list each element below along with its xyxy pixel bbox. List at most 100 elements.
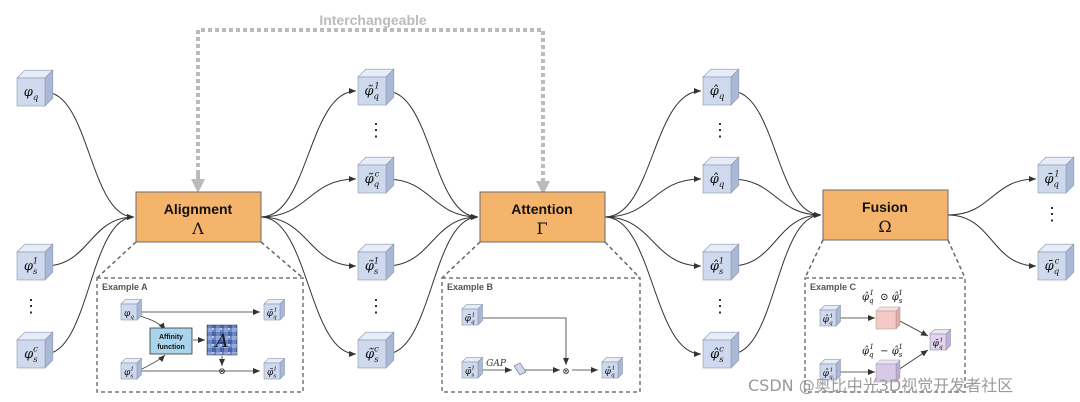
example-c-bottom-label: φ̂q1 [823,368,834,381]
example-a-out-support-label: φ̃s1 [267,367,277,380]
edge-fusion-in-3 [730,212,822,355]
output-c-label: φ̄qc [1045,256,1060,276]
edge-attention-in-0 [385,90,479,220]
example-a-support-cube [120,357,143,380]
affinity-line-2: function [157,344,185,351]
attention-block: Attention Γ [479,191,606,243]
attended-query-a-cube [702,68,740,106]
aligned-query-c-label: φ̃qc [365,169,380,189]
alignment-block: Alignment Λ [135,191,262,243]
input-support-c-cube [16,331,54,369]
watermark: CSDN @奥比中光3D视觉开发者社区 [748,376,1014,395]
example-b-out-label: φ̂q1 [605,366,616,379]
edge-alignment-out-3 [260,216,357,357]
attended-query-b-label: φ̂q [710,172,725,189]
output-c-cube [1037,243,1075,281]
example-b-panel: Example B [441,277,641,393]
zoom-lines [96,239,966,279]
inputs-ellipsis: ⋮ [22,296,40,317]
example-c-top-label: φ̂q1 [823,314,834,327]
input-support-c-label: φsc [24,344,38,364]
input-support-1-cube [16,243,54,281]
example-c-difference-expression: φ̂q1 − φ̂s1 [862,343,903,359]
example-a-multiply-op: ⊗ [218,367,226,377]
affinity-matrix: A [206,324,238,356]
aligned-top-ellipsis: ⋮ [367,120,385,141]
attended-support-1-cube [702,243,740,281]
aligned-query-1-label: φ̃q1 [364,81,379,101]
example-b-label: Example B [447,282,494,292]
outputs-ellipsis: ⋮ [1043,204,1061,225]
aligned-support-1-cube [357,243,395,281]
example-a-query-cube [120,298,143,321]
attended-support-1-label: φ̂s1 [710,256,724,276]
edge-attention-out-1 [604,176,702,218]
attention-title: Attention [511,201,572,217]
input-query-cube [16,69,54,107]
gap-vector [513,362,527,376]
example-c-out-label: φ̄q1 [933,338,944,351]
example-b-content [480,317,598,373]
example-a-out-query-cube [263,298,286,321]
attended-bottom-ellipsis: ⋮ [711,296,729,317]
example-c-product-expression: φ̂q1 ⊙ φ̂s1 [862,289,903,305]
example-a-panel: Example A [96,277,304,393]
edge-alignment-out-2 [260,216,357,269]
example-a-query-label: φq [124,309,134,321]
fusion-block: Fusion Ω [822,189,949,241]
interchangeable-label: Interchangeable [319,12,427,28]
example-c-content [840,315,929,375]
input-support-1-label: φs1 [24,256,38,276]
example-c-out-cube [929,328,952,351]
example-a-out-support-cube [263,357,286,380]
example-c-top-cube [819,304,842,327]
fusion-symbol: Ω [878,217,891,236]
alignment-symbol: Λ [191,219,204,238]
interchangeable-bracket: Interchangeable [191,12,550,195]
feature-cubes [16,68,1075,381]
affinity-line-1: Affinity [159,334,183,341]
affinity-matrix-symbol: A [214,331,229,352]
attended-top-ellipsis: ⋮ [711,120,729,141]
output-1-cube [1037,156,1075,194]
aligned-support-c-label: φ̃sc [365,344,379,364]
example-c-difference-cube [875,359,901,383]
example-a-label: Example A [102,282,148,292]
alignment-title: Alignment [164,201,233,217]
edge-query-alignment [44,91,135,220]
example-c-bottom-cube [819,358,842,381]
example-c-product-cube [875,306,901,330]
edge-supportc-alignment [44,214,135,355]
example-c-panel: Example C [804,277,966,393]
example-a-out-query-label: φ̃q1 [267,308,278,321]
example-b-support-cube [461,356,484,379]
example-b-multiply-op: ⊗ [562,367,570,377]
attended-query-b-cube [702,156,740,194]
aligned-query-c-cube [357,156,395,194]
input-query-label: φq [24,85,39,102]
edge-support1-alignment [44,214,135,267]
example-b-query-cube [461,303,484,326]
gap-label: GAP [486,359,507,369]
edge-fusion-out-c [947,214,1037,269]
attended-query-a-label: φ̂q [710,84,725,101]
edge-attention-out-3 [604,216,702,357]
edge-fusion-in-1 [730,178,822,218]
attended-support-c-label: φ̂sc [710,344,724,364]
example-b-support-label: φ̃s1 [465,366,475,379]
example-b-out-cube [601,356,624,379]
aligned-query-1-cube [357,68,395,106]
attended-support-c-cube [702,331,740,369]
edge-attention-in-1 [385,178,479,220]
example-c-label: Example C [810,282,857,292]
example-b-query-label: φ̃q1 [465,313,476,326]
edge-fusion-in-0 [730,90,822,218]
edge-attention-in-2 [385,214,479,267]
edge-alignment-out-1 [260,176,357,218]
aligned-support-c-cube [357,331,395,369]
connection-edges [44,88,1037,357]
output-1-label: φ̄q1 [1044,169,1059,189]
edge-alignment-out-0 [260,88,357,218]
edge-fusion-in-2 [730,212,822,267]
